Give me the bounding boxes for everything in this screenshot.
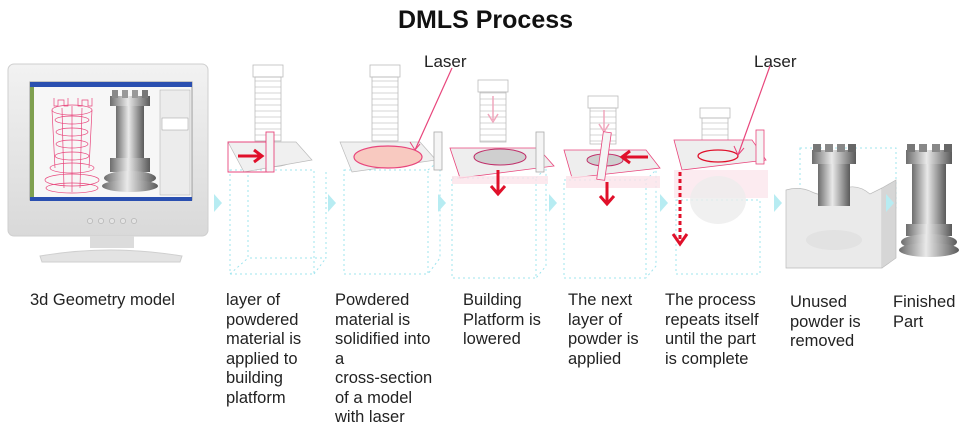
step-caption-1: 3d Geometry model bbox=[30, 291, 175, 309]
step-caption-6: The process repeats itself until the par… bbox=[665, 291, 759, 368]
down-arrow-icon bbox=[449, 79, 555, 279]
step-caption-8: Finished Part bbox=[893, 293, 956, 331]
repeat-down-arrow-icon bbox=[671, 65, 771, 275]
step-caption-5: The next layer of powder is applied bbox=[568, 291, 639, 368]
flow-chevron-7 bbox=[886, 194, 894, 212]
laser-label-2: Laser bbox=[754, 52, 797, 71]
process-illustration bbox=[7, 63, 959, 279]
step-caption-3: Powdered material is solidified into a c… bbox=[335, 291, 433, 426]
monitor-cad-icon bbox=[7, 63, 209, 263]
flow-chevron-3 bbox=[438, 194, 446, 212]
flow-chevron-6 bbox=[774, 194, 782, 212]
laser-label-1: Laser bbox=[424, 52, 467, 71]
flow-chevron-2 bbox=[328, 194, 336, 212]
recoater-arrow-icon bbox=[227, 64, 327, 275]
flow-chevron-4 bbox=[549, 194, 557, 212]
recoater-return-icon bbox=[563, 95, 661, 279]
flow-chevron-5 bbox=[660, 194, 668, 212]
step-caption-4: Building Platform is lowered bbox=[463, 291, 541, 348]
rook-icon bbox=[899, 144, 959, 257]
laser-ellipse-icon bbox=[339, 64, 453, 275]
diagram-title: DMLS Process bbox=[397, 6, 574, 34]
flow-chevron-1 bbox=[214, 194, 222, 212]
step-caption-7: Unused powder is removed bbox=[790, 293, 861, 350]
step-caption-2: layer of powdered material is applied to… bbox=[226, 291, 302, 407]
rook-in-powder-icon bbox=[785, 144, 897, 269]
